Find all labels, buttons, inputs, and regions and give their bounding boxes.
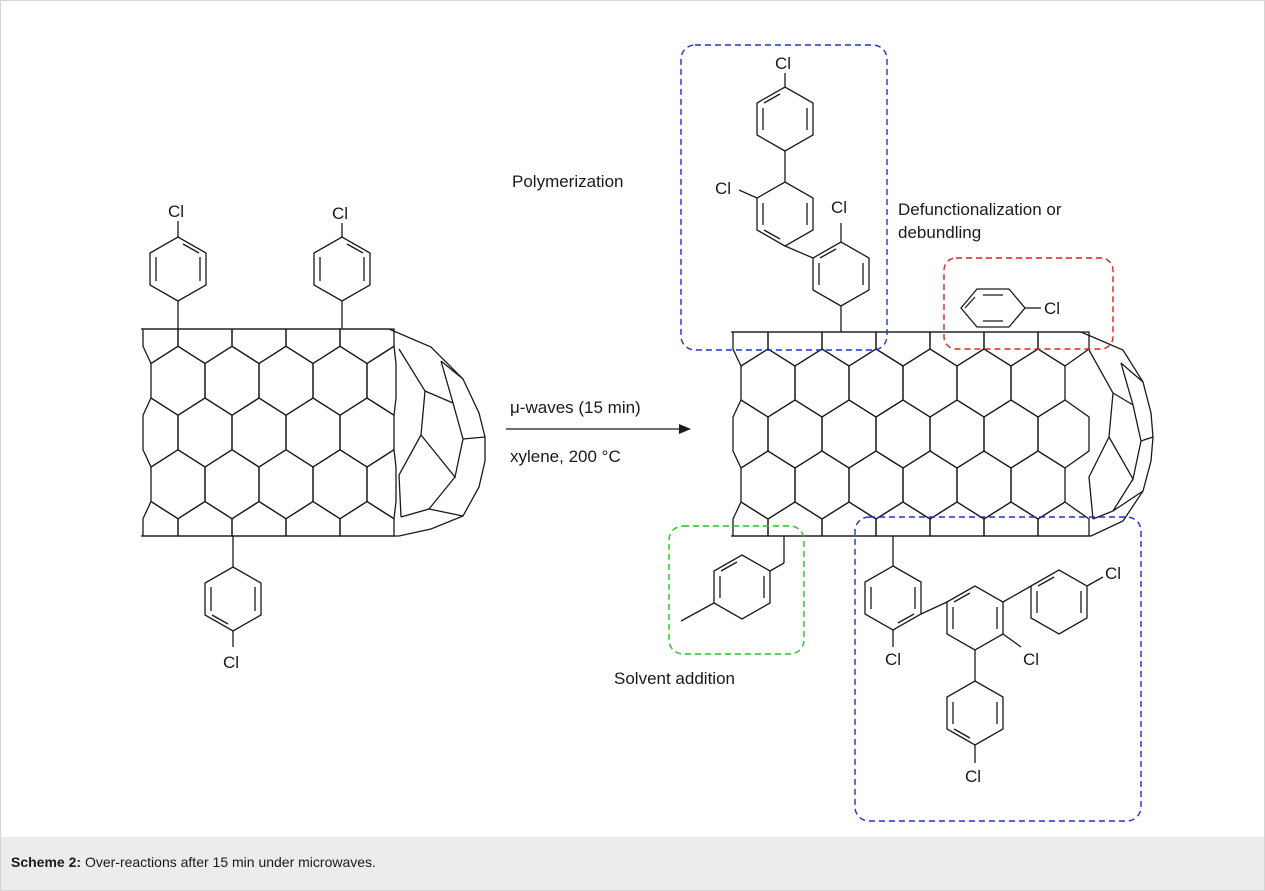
lattice-hexagon [875, 399, 931, 469]
caption-label: Scheme 2: [11, 854, 82, 870]
lattice-hexagon [1010, 450, 1066, 520]
lattice-hexagon [231, 397, 287, 468]
lattice-hexagon [231, 500, 287, 537]
lattice-hexagon [956, 348, 1012, 418]
solvent-addition-label: Solvent addition [614, 669, 735, 688]
lattice-hexagon [339, 500, 395, 537]
lattice-hexagon [732, 399, 769, 469]
lattice-hexagon [875, 501, 931, 537]
lattice-hexagon [150, 448, 206, 520]
xylyl-group [680, 536, 785, 622]
cl-label: Cl [1023, 650, 1039, 669]
lattice-hexagon [902, 348, 958, 418]
lattice-hexagon [285, 397, 341, 468]
figure-caption: Scheme 2: Over-reactions after 15 min un… [1, 837, 1264, 890]
cl-label: Cl [223, 653, 239, 672]
reaction-conditions-bottom: xylene, 200 °C [510, 447, 621, 466]
cl-label: Cl [1105, 564, 1121, 583]
lattice-hexagon [177, 397, 233, 468]
lattice-hexagon [929, 399, 985, 469]
defunctionalization-box [943, 257, 1114, 350]
lattice-hexagon [821, 501, 877, 537]
lattice-hexagon [177, 328, 233, 365]
cl-label: Cl [1044, 299, 1060, 318]
caption-text: Over-reactions after 15 min under microw… [84, 854, 376, 870]
terphenyl-bottom [864, 536, 1104, 763]
lattice-hexagon [285, 328, 341, 365]
lattice-hexagon [142, 500, 179, 537]
reaction-arrow [506, 424, 691, 434]
lattice-hexagon [740, 450, 796, 520]
chlorobenzene [960, 288, 1041, 328]
solvent-addition-box [668, 525, 805, 655]
lattice-hexagon [732, 501, 769, 537]
lattice-hexagon [983, 399, 1039, 469]
lattice-hexagon [312, 345, 368, 417]
lattice-hexagon [285, 500, 341, 537]
cl-label: Cl [332, 204, 348, 223]
polymerization-box-top [680, 44, 888, 351]
lattice-hexagon [177, 500, 233, 537]
cl-label: Cl [965, 767, 981, 786]
lattice-hexagon [794, 348, 850, 418]
lattice-hexagon [732, 331, 769, 367]
cl-label: Cl [715, 179, 731, 198]
lattice-hexagon [740, 348, 796, 418]
lattice-hexagon [258, 448, 314, 520]
reaction-conditions-top: μ-waves (15 min) [510, 398, 641, 417]
lattice-hexagon [142, 328, 179, 365]
lattice-hexagon [1037, 501, 1090, 537]
chlorophenyl-bottom-left [204, 536, 262, 647]
lattice-hexagon [204, 345, 260, 417]
debundling-label: debundling [898, 223, 981, 242]
lattice-hexagon [821, 331, 877, 367]
lattice-hexagon [794, 450, 850, 520]
nanotube-left [141, 328, 486, 537]
lattice-hexagon [767, 399, 823, 469]
cl-label: Cl [168, 202, 184, 221]
lattice-hexagon [142, 397, 179, 468]
lattice-hexagon [339, 397, 395, 468]
lattice-hexagon [339, 328, 395, 365]
nanotube-right [731, 331, 1154, 537]
lattice-hexagon [902, 450, 958, 520]
lattice-hexagon [875, 331, 931, 367]
reaction-scheme: Cl Cl Cl μ-waves (15 min) xylene, 200 °C [141, 44, 1154, 822]
chlorophenyl-top-left [149, 221, 207, 329]
polymerization-label: Polymerization [512, 172, 624, 191]
lattice-hexagon [767, 331, 823, 367]
lattice-hexagon [1037, 399, 1090, 469]
lattice-hexagon [821, 399, 877, 469]
lattice-hexagon [1010, 348, 1066, 418]
cl-label: Cl [885, 650, 901, 669]
lattice-hexagon [848, 450, 904, 520]
terphenyl-top [738, 73, 870, 332]
lattice-hexagon [231, 328, 287, 365]
lattice-hexagon [983, 501, 1039, 537]
defunctionalization-label: Defunctionalization or [898, 200, 1062, 219]
lattice-hexagon [312, 448, 368, 520]
lattice-hexagon [848, 348, 904, 418]
lattice-hexagon [956, 450, 1012, 520]
chlorophenyl-top-middle [313, 223, 371, 329]
cl-label: Cl [831, 198, 847, 217]
lattice-hexagon [366, 345, 397, 417]
cl-label: Cl [775, 54, 791, 73]
lattice-hexagon [366, 448, 397, 520]
lattice-hexagon [258, 345, 314, 417]
lattice-hexagon [929, 501, 985, 537]
polymerization-box-bottom [854, 516, 1142, 822]
lattice-hexagon [204, 448, 260, 520]
lattice-hexagon [150, 345, 206, 417]
lattice-hexagon [767, 501, 823, 537]
